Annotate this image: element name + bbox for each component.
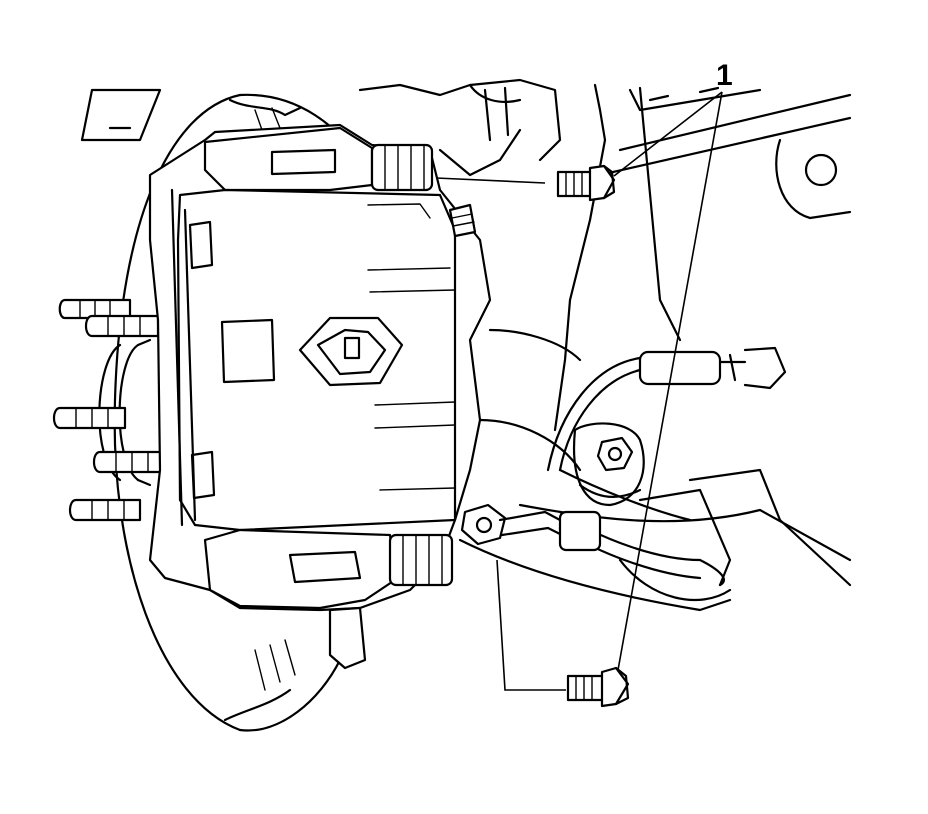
- wheel-stud: [84, 314, 160, 338]
- callout-1: 1: [613, 59, 733, 671]
- callout-leader-upper: [613, 91, 723, 177]
- lower-guide-pin-boot: [388, 533, 454, 587]
- callout-number: 1: [716, 59, 733, 92]
- bolt-leader-lines: [435, 177, 566, 691]
- lower-control-arm: [458, 468, 852, 612]
- frame-rail: [598, 86, 852, 220]
- wheel-stud: [68, 498, 142, 522]
- brake-caliper: [148, 123, 602, 670]
- caliper-bracket-bolt-upper: [556, 164, 616, 202]
- ball-joint-nut: [573, 422, 645, 507]
- wheel-studs: [52, 298, 164, 522]
- wheel-stud: [92, 450, 164, 474]
- background-bracket: [80, 88, 162, 142]
- upper-guide-pin-boot: [370, 143, 434, 192]
- wheel-stud: [52, 406, 127, 430]
- brake-hose-fitting: [460, 503, 602, 552]
- steering-knuckle: [358, 78, 682, 472]
- bleeder-screw: [448, 203, 477, 238]
- caliper-bracket-bolt-lower: [566, 666, 630, 708]
- callout-leader-lower: [617, 91, 723, 671]
